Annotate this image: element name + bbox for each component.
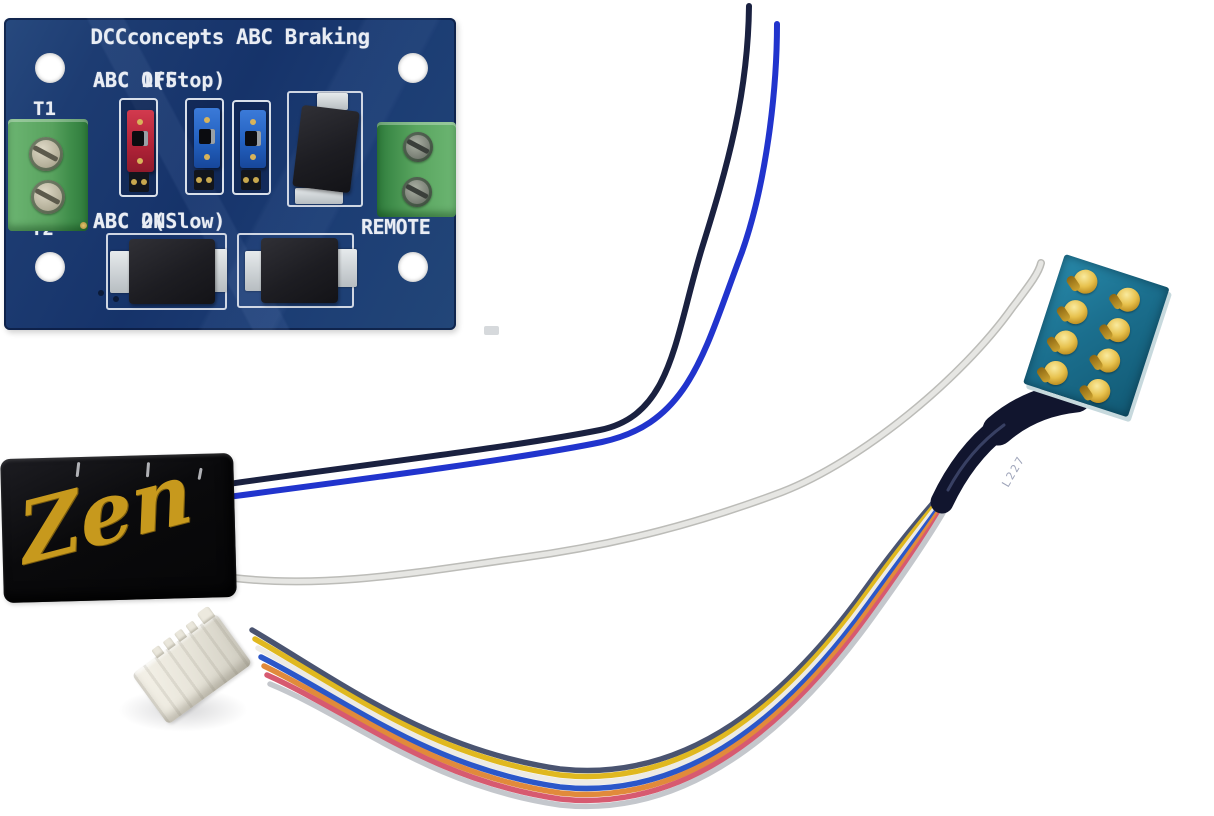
jumper-blue-1 xyxy=(194,108,220,168)
jumper-pins-3 xyxy=(241,170,261,190)
label-remote: REMOTE xyxy=(361,215,431,239)
plug-pin xyxy=(1083,375,1114,407)
jumper-pins-1 xyxy=(129,172,149,192)
screw-terminal-left xyxy=(8,119,88,231)
diode-main xyxy=(292,104,360,194)
gray-speck xyxy=(484,326,499,335)
solder-pad xyxy=(295,188,343,204)
jumper-slot xyxy=(132,131,148,146)
blue-wire xyxy=(225,21,780,500)
terminal-screw xyxy=(29,137,63,171)
solder-pad xyxy=(245,251,265,291)
label-abc-2-slow: ABC 2(Slow) xyxy=(93,209,226,233)
screw-terminal-remote xyxy=(377,122,456,217)
heat-shrink-highlight xyxy=(946,423,1006,492)
terminal-screw xyxy=(402,177,432,207)
solder-pad xyxy=(317,93,348,110)
harness-wire-gray xyxy=(267,494,955,810)
terminal-screw xyxy=(403,132,433,162)
harness-wire-red xyxy=(264,492,955,804)
harness-wire-black xyxy=(249,481,952,774)
plug-pin xyxy=(1102,315,1134,346)
abc-braking-board: DCCconcepts ABC Braking ABC OFF ABC 1(St… xyxy=(4,18,456,330)
jumper-red xyxy=(127,110,154,172)
plug-pin xyxy=(1070,266,1101,297)
mounting-hole-bottom-left xyxy=(35,252,65,282)
label-t1: T1 xyxy=(33,98,56,120)
solder-pad xyxy=(337,249,357,287)
label-abc-on: ABC ON xyxy=(93,209,166,233)
jumper-pins-2 xyxy=(194,170,214,190)
terminal-screw xyxy=(31,180,65,214)
harness-wire-orange xyxy=(261,490,954,798)
jumper-blue-2 xyxy=(240,110,266,168)
mounting-hole-top-left xyxy=(35,53,65,83)
plug-pin xyxy=(1060,296,1091,328)
diode-bottom-left xyxy=(129,239,215,304)
reflection-glint xyxy=(197,467,203,481)
jumper-slot xyxy=(245,131,261,146)
via-dot xyxy=(113,296,119,302)
pin-dot xyxy=(250,154,256,160)
label-abc-off: ABC OFF xyxy=(93,68,178,92)
harness-wire-yellow xyxy=(252,484,953,780)
solder-pad xyxy=(110,251,130,293)
pin-dot xyxy=(204,154,210,160)
sleeve-marking: L227 xyxy=(999,453,1028,489)
mounting-hole-top-right xyxy=(398,53,428,83)
diode-outline-main xyxy=(287,91,363,207)
pin-dot xyxy=(137,119,143,125)
pin-dot xyxy=(204,117,210,123)
pin-dot xyxy=(250,119,256,125)
plug-pin xyxy=(1040,357,1071,389)
board-title: DCCconcepts ABC Braking xyxy=(90,25,370,49)
zen-logo: Zen xyxy=(13,441,198,585)
gold-via xyxy=(80,222,87,229)
zen-decoder: Zen xyxy=(0,442,237,604)
heat-shrink-sleeve-flare xyxy=(982,381,1092,446)
label-abc-1-stop: ABC 1(Stop) xyxy=(93,68,226,92)
harness-wire-white xyxy=(255,486,953,786)
pin-dot xyxy=(137,158,143,164)
plug-pin xyxy=(1112,284,1144,315)
white-wire xyxy=(231,260,1044,584)
plug-pin xyxy=(1093,345,1124,376)
plug-pin xyxy=(1050,327,1081,358)
jumper-slot xyxy=(199,129,215,144)
mounting-hole-bottom-right xyxy=(398,252,428,282)
harness-wire-blue xyxy=(258,488,954,792)
via-dot xyxy=(98,290,104,296)
black-wire xyxy=(225,3,752,487)
diode-bottom-right xyxy=(261,238,338,303)
